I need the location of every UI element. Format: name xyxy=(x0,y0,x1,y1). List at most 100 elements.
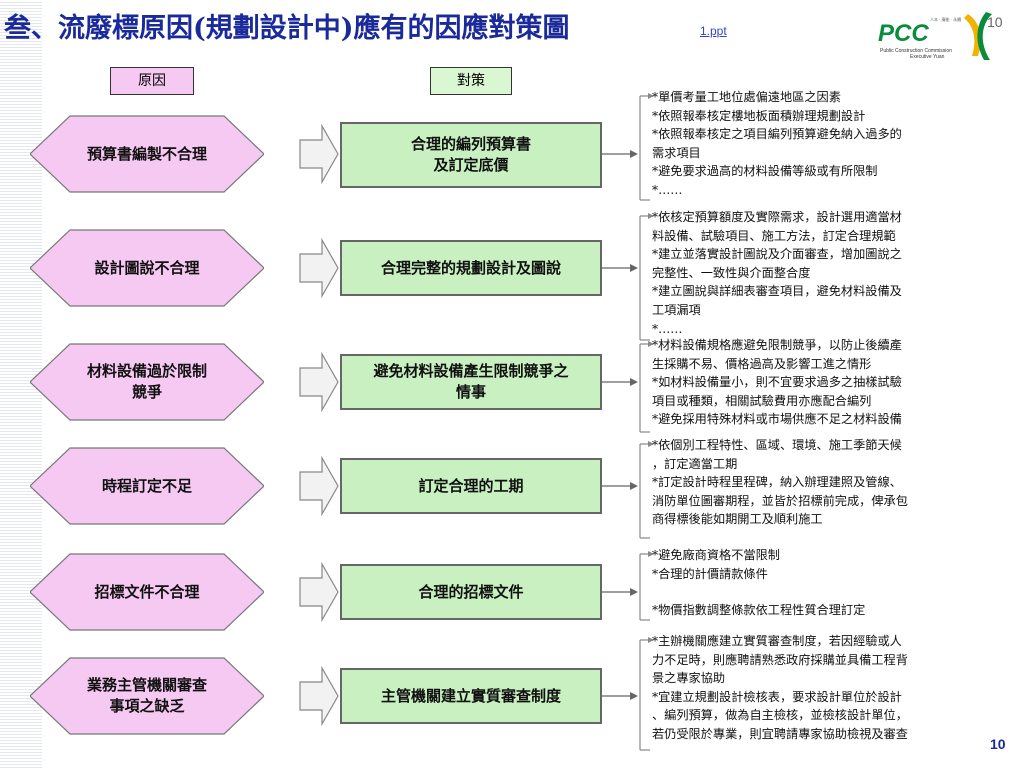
countermeasure-box: 合理完整的規劃設計及圖說 xyxy=(340,240,602,296)
note-line: 完整性、一致性與介面整合度 xyxy=(652,265,811,280)
note-line: ，訂定適當工期 xyxy=(652,456,738,471)
note-line: *材料設備規格應避免限制競爭，以防止後續產 xyxy=(652,338,902,352)
note-line: *避免採用特殊材料或市場供應不足之材料設備 xyxy=(652,412,902,427)
note-line: 商得標後能如期開工及順利施工 xyxy=(652,512,823,527)
countermeasure-line: 避免材料設備產生限制競爭之 xyxy=(373,362,569,380)
cause-diamond: 設計圖說不合理 xyxy=(30,228,264,308)
countermeasure-notes: *避免廠商資格不當限制 *合理的計價請款條件 *物價指數調整條款依工程性質合理訂… xyxy=(652,546,865,620)
cause-diamond: 招標文件不合理 xyxy=(30,552,264,632)
note-line: *…… xyxy=(652,182,683,197)
right-arrow-icon xyxy=(299,238,339,298)
cause-label: 材料設備過於限制競爭 xyxy=(50,342,244,422)
countermeasure-box: 合理的編列預算書及訂定底價 xyxy=(340,122,602,188)
note-line: *單價考量工地位處偏遠地區之因素 xyxy=(652,90,841,104)
note-line: *宜建立規劃設計檢核表，要求設計單位於設計 xyxy=(652,689,902,704)
countermeasure-text: 合理的招標文件 xyxy=(418,582,523,603)
page-title: 叁、流廢標原因(規劃設計中)應有的因應對策圖 xyxy=(4,13,570,44)
logo-subtitle: Public Construction Commission Executive… xyxy=(880,48,970,60)
right-arrow-icon xyxy=(299,666,339,726)
note-line: *建立圖說與詳細表審查項目，避免材料設備及 xyxy=(652,284,902,299)
cause-label-line: 設計圖說不合理 xyxy=(94,258,200,277)
note-line: *主辦機關應建立實質審查制度，若因經驗或人 xyxy=(652,634,902,648)
note-line: 料設備、試驗項目、施工方法，訂定合理規範 xyxy=(652,228,896,243)
note-line: *…… xyxy=(652,321,683,336)
countermeasure-line: 情事 xyxy=(455,383,486,401)
countermeasure-line: 訂定合理的工期 xyxy=(418,476,524,495)
countermeasure-text: 訂定合理的工期 xyxy=(418,476,523,497)
note-line: 景之專家協助 xyxy=(652,671,726,686)
note-line: *避免廠商資格不當限制 xyxy=(652,548,780,562)
cause-diamond: 材料設備過於限制競爭 xyxy=(30,342,264,422)
cause-diamond: 時程訂定不足 xyxy=(30,446,264,526)
cause-diamond: 業務主管機關審查事項之缺乏 xyxy=(30,656,264,736)
cause-label-line: 業務主管機關審查 xyxy=(86,676,207,694)
cause-label: 時程訂定不足 xyxy=(50,446,244,526)
right-arrow-icon xyxy=(299,456,339,516)
note-line: 工項漏項 xyxy=(652,302,701,317)
countermeasure-header: 對策 xyxy=(430,67,512,95)
cause-header: 原因 xyxy=(110,67,194,95)
cause-label-line: 事項之缺乏 xyxy=(109,697,185,715)
cause-label: 業務主管機關審查事項之缺乏 xyxy=(50,656,244,736)
logo-text: PCC xyxy=(878,20,929,47)
right-arrow-icon xyxy=(299,352,339,412)
right-arrow-icon xyxy=(299,124,339,184)
countermeasure-line: 合理的招標文件 xyxy=(418,582,524,601)
countermeasure-box: 訂定合理的工期 xyxy=(340,458,602,514)
countermeasure-notes: *主辦機關應建立實質審查制度，若因經驗或人 力不足時，則應聘請熟悉政府採購並具備… xyxy=(652,632,908,744)
note-line xyxy=(652,583,865,601)
note-line: 、編列預算，做為自主檢核，並檢核設計單位， xyxy=(652,708,908,723)
note-line: 若仍受限於專業，則宜聘請專家協助檢視及審查 xyxy=(652,726,908,741)
note-line: *如材料設備量小，則不宜要求過多之抽樣試驗 xyxy=(652,375,902,390)
logo-subtitle-line: Public Construction Commission xyxy=(880,48,952,54)
note-line: *合理的計價請款條件 xyxy=(652,566,768,581)
note-line: *依個別工程特性、區域、環境、施工季節天候 xyxy=(652,438,902,452)
cause-label-text: 材料設備過於限制競爭 xyxy=(87,361,207,403)
cause-label-text: 設計圖說不合理 xyxy=(94,258,199,279)
note-line: *依核定預算額度及實際需求，設計選用適當材 xyxy=(652,210,902,224)
countermeasure-notes: *依個別工程特性、區域、環境、施工季節天候 ，訂定適當工期 *訂定設計時程里程碑… xyxy=(652,436,908,529)
countermeasure-line: 主管機關建立實質審查制度 xyxy=(380,686,561,705)
page-number: 10 xyxy=(990,736,1006,752)
page-number-top: 10 xyxy=(987,14,1003,30)
note-line: 生採購不易、價格過高及影響工進之情形 xyxy=(652,356,872,371)
right-arrow-icon xyxy=(299,562,339,622)
countermeasure-text: 合理完整的規劃設計及圖說 xyxy=(381,258,561,279)
cause-label-text: 時程訂定不足 xyxy=(102,476,192,497)
cause-label-line: 競爭 xyxy=(131,383,162,401)
note-line: *依照報奉核定之項目編列預算避免納入過多的 xyxy=(652,127,902,142)
cause-diamond: 預算書編製不合理 xyxy=(30,114,264,194)
countermeasure-text: 避免材料設備產生限制競爭之情事 xyxy=(373,361,568,403)
logo-subtitle-line: Executive Yuan xyxy=(910,54,945,60)
note-line: *避免要求過高的材料設備等級或有所限制 xyxy=(652,164,878,179)
note-line: 需求項目 xyxy=(652,145,701,160)
countermeasure-box: 避免材料設備產生限制競爭之情事 xyxy=(340,354,602,410)
note-line: *依照報奉核定樓地板面積辦理規劃設計 xyxy=(652,108,866,123)
note-line: *建立並落實設計圖說及介面審查，增加圖說之 xyxy=(652,247,902,262)
cause-label-line: 招標文件不合理 xyxy=(94,582,200,601)
countermeasure-notes: *單價考量工地位處偏遠地區之因素 *依照報奉核定樓地板面積辦理規劃設計 *依照報… xyxy=(652,88,902,200)
countermeasure-text: 主管機關建立實質審查制度 xyxy=(381,686,561,707)
countermeasure-notes: *材料設備規格應避免限制競爭，以防止後續產 生採購不易、價格過高及影響工進之情形… xyxy=(652,336,902,429)
pcc-logo-icon xyxy=(964,12,992,60)
countermeasure-box: 主管機關建立實質審查制度 xyxy=(340,668,602,724)
file-link[interactable]: 1.ppt xyxy=(700,24,727,38)
note-line: *訂定設計時程里程碑，納入辦理建照及管線、 xyxy=(652,475,902,490)
countermeasure-box: 合理的招標文件 xyxy=(340,564,602,620)
cause-label-line: 預算書編製不合理 xyxy=(86,144,207,163)
cause-label: 設計圖說不合理 xyxy=(50,228,244,308)
cause-label-line: 材料設備過於限制 xyxy=(86,362,207,380)
logo-tagline: 人本 · 廉能 · 永續 xyxy=(930,17,962,22)
countermeasure-text: 合理的編列預算書及訂定底價 xyxy=(411,134,531,176)
countermeasure-line: 合理的編列預算書 xyxy=(410,135,531,153)
note-line: 消防單位圖審期程，並皆於招標前完成，俾承包 xyxy=(652,493,908,508)
cause-label: 招標文件不合理 xyxy=(50,552,244,632)
countermeasure-line: 及訂定底價 xyxy=(433,156,509,174)
note-line: 力不足時，則應聘請熟悉政府採購並具備工程背 xyxy=(652,652,908,667)
cause-label-text: 業務主管機關審查事項之缺乏 xyxy=(87,675,207,717)
note-line: *物價指數調整條款依工程性質合理訂定 xyxy=(652,603,866,618)
note-line: 項目或種類，相關試驗費用亦應配合編列 xyxy=(652,393,872,408)
cause-label-text: 預算書編製不合理 xyxy=(87,144,207,165)
cause-label-text: 招標文件不合理 xyxy=(94,582,199,603)
cause-label-line: 時程訂定不足 xyxy=(101,476,192,495)
